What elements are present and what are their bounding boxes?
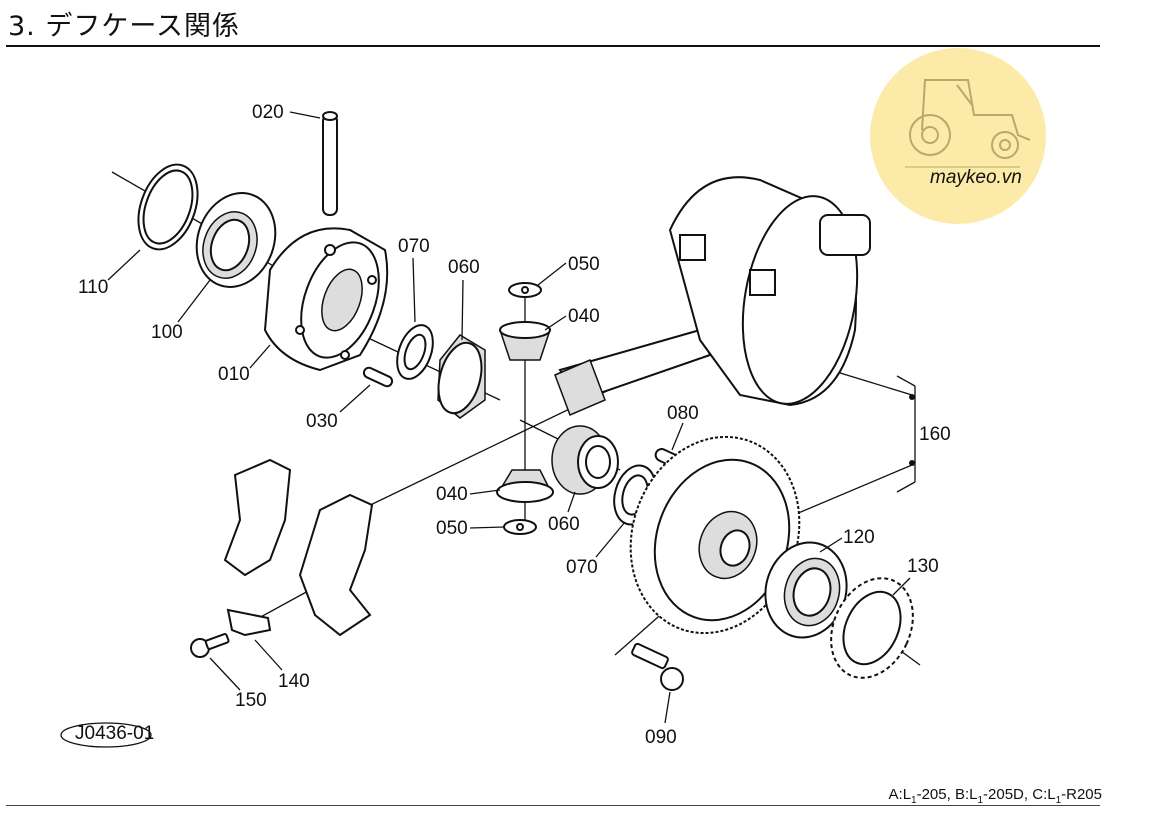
callout-050-lower: 050: [436, 518, 468, 539]
callout-080: 080: [667, 403, 699, 424]
diagram-ref-text: J0436-01: [75, 723, 154, 744]
model-applicability-note: A:L1-205, B:L1-205D, C:L1-R205: [888, 786, 1102, 806]
callout-130: 130: [907, 556, 939, 577]
part-bearing-cap-front: [298, 493, 374, 637]
part-150-bolt: [190, 633, 230, 658]
part-010-diff-case: [263, 227, 389, 372]
callout-040-lower: 040: [436, 484, 468, 505]
callout-030: 030: [306, 411, 338, 432]
part-bearing-cap-rear: [223, 458, 292, 577]
part-070-washer-upper: [396, 324, 434, 380]
part-090-bolt: [631, 642, 684, 691]
callout-110: 110: [78, 277, 108, 298]
callout-090: 090: [645, 727, 677, 748]
callout-120: 120: [843, 527, 875, 548]
part-060-side-gear-lower: [551, 425, 619, 495]
part-housing: [668, 176, 871, 407]
callout-140: 140: [278, 671, 310, 692]
part-160-bracket: [896, 375, 916, 493]
part-020-pin: [322, 111, 338, 216]
part-140-lock-plate: [226, 608, 272, 637]
callout-070-upper: 070: [398, 236, 430, 257]
callout-020: 020: [252, 102, 284, 123]
callout-010: 010: [218, 364, 250, 385]
watermark-text: maykeo.vn: [930, 167, 1022, 188]
callout-070-lower: 070: [566, 557, 598, 578]
callout-150: 150: [235, 690, 267, 711]
callout-050-upper: 050: [568, 254, 600, 275]
callout-040-upper: 040: [568, 306, 600, 327]
part-drive-pinion-shaft: [554, 328, 712, 416]
bottom-rule: [6, 805, 1100, 806]
part-100-bearing: [195, 192, 277, 288]
part-030-pin: [362, 366, 394, 388]
title-rule: [6, 45, 1100, 47]
callout-060-upper: 060: [448, 257, 480, 278]
callout-100: 100: [151, 322, 183, 343]
part-130-lock-ring: [830, 577, 914, 679]
part-060-side-gear-upper: [437, 334, 486, 419]
part-ring-gear: [629, 435, 801, 635]
callout-160: 160: [919, 424, 951, 445]
callout-060-lower: 060: [548, 514, 580, 535]
part-120-bearing: [764, 541, 848, 639]
page-title: 3. デフケース関係: [8, 11, 240, 42]
diagram-ref-badge: J0436-01: [60, 722, 154, 748]
maykeo-logo: maykeo.vn: [870, 48, 1046, 224]
tractor-icon: [909, 79, 1031, 159]
